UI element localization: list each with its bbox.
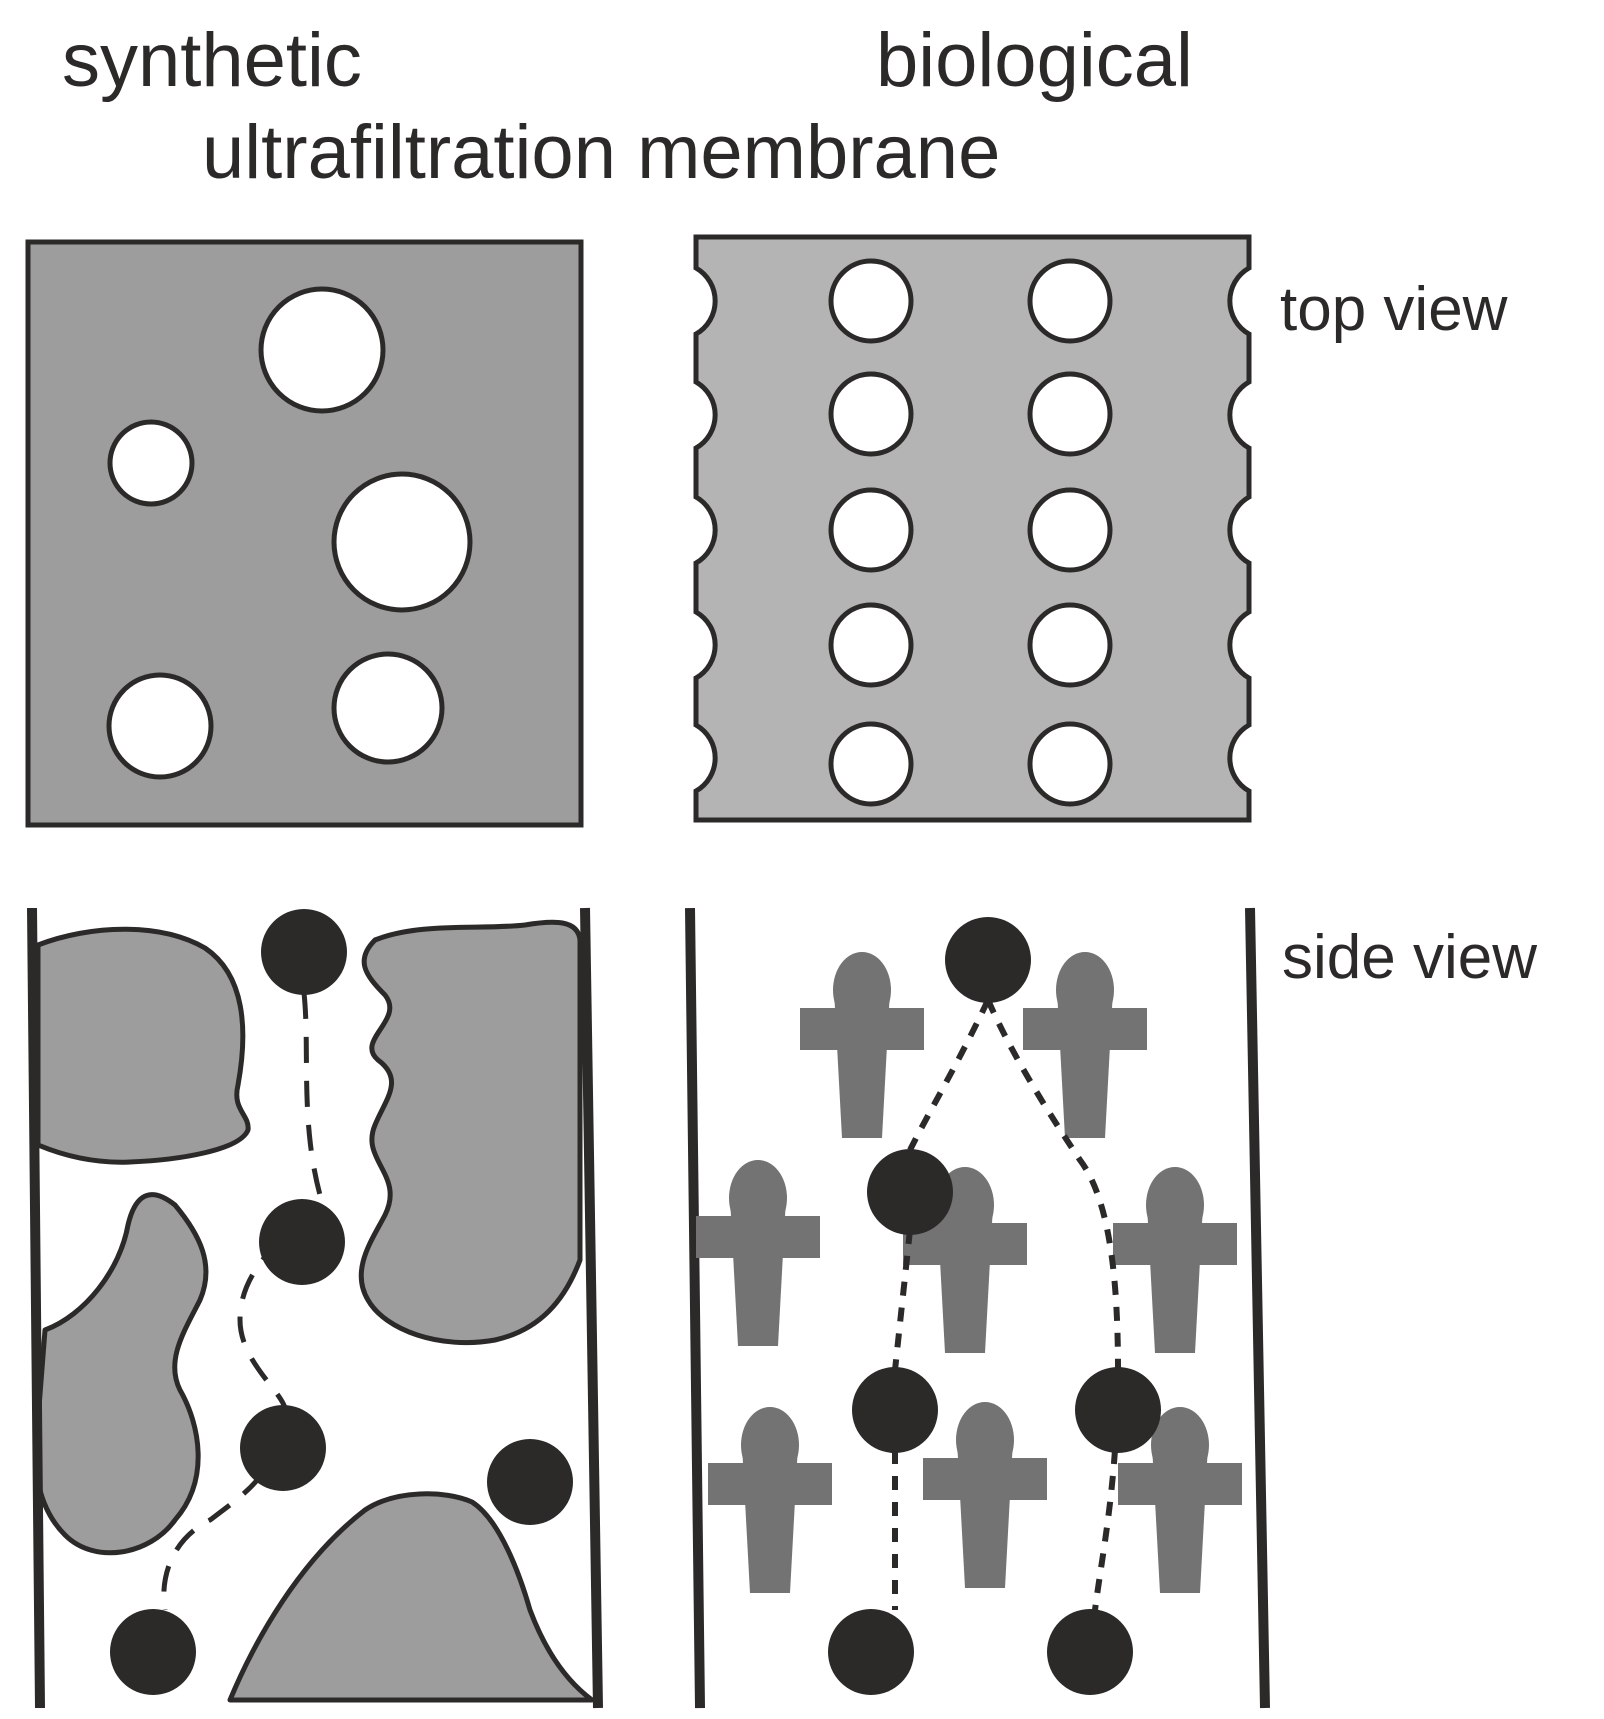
particle	[1047, 1609, 1133, 1695]
particle	[261, 909, 347, 995]
particle-path	[892, 1229, 913, 1371]
particle-paths	[892, 998, 1121, 1611]
membrane-protein	[1113, 1167, 1237, 1353]
side-view-label: side view	[1282, 923, 1537, 992]
membrane-protein	[1118, 1407, 1242, 1593]
pore	[106, 672, 214, 780]
biological-pores	[828, 258, 1113, 807]
biological-heading: biological	[876, 18, 1193, 103]
particle	[110, 1609, 196, 1695]
pore	[331, 651, 445, 765]
polymer-blob	[227, 1491, 595, 1703]
biological-side-view	[685, 907, 1270, 1709]
polymer-blob	[358, 919, 583, 1346]
particle-path	[1092, 1449, 1118, 1611]
pore	[828, 487, 914, 573]
synthetic-particles	[110, 909, 573, 1695]
biological-particles	[828, 917, 1161, 1695]
membrane-protein	[923, 1402, 1047, 1588]
pore	[828, 721, 914, 807]
pore	[258, 286, 386, 414]
biological-top-view	[693, 234, 1252, 823]
biological-membrane-surface	[693, 234, 1252, 823]
membrane-protein	[696, 1160, 820, 1346]
synthetic-heading: synthetic	[62, 18, 362, 103]
polymer-blobs	[32, 919, 595, 1703]
membrane-wall-left	[27, 907, 45, 1709]
membrane-wall-right	[580, 907, 603, 1709]
particle-path	[985, 998, 1121, 1371]
membrane-protein	[1023, 952, 1147, 1138]
pore	[1027, 721, 1113, 807]
particle	[945, 917, 1031, 1003]
top-view-label: top view	[1280, 275, 1508, 344]
protein-channels	[696, 952, 1242, 1593]
particle-path	[161, 992, 323, 1611]
membrane-protein	[708, 1407, 832, 1593]
synthetic-pores	[106, 286, 473, 780]
membrane-wall-right	[1245, 907, 1270, 1709]
polymer-blob	[35, 926, 251, 1165]
particle	[867, 1149, 953, 1235]
particle	[852, 1367, 938, 1453]
pore	[1027, 371, 1113, 457]
particle	[487, 1439, 573, 1525]
pore	[1027, 487, 1113, 573]
pore	[828, 371, 914, 457]
membrane-wall-left	[685, 907, 705, 1709]
membrane-protein	[800, 952, 924, 1138]
particle	[240, 1405, 326, 1491]
ultrafiltration-membrane-heading: ultrafiltration membrane	[202, 110, 1000, 195]
pore	[1027, 602, 1113, 688]
pore	[331, 471, 473, 613]
pore	[107, 419, 195, 507]
synthetic-top-view	[25, 239, 584, 828]
synthetic-side-view	[27, 907, 603, 1709]
particle	[828, 1609, 914, 1695]
particle	[259, 1199, 345, 1285]
pore	[1027, 258, 1113, 344]
particle	[1075, 1367, 1161, 1453]
pore	[828, 258, 914, 344]
pore	[828, 602, 914, 688]
polymer-blob	[32, 1192, 209, 1556]
